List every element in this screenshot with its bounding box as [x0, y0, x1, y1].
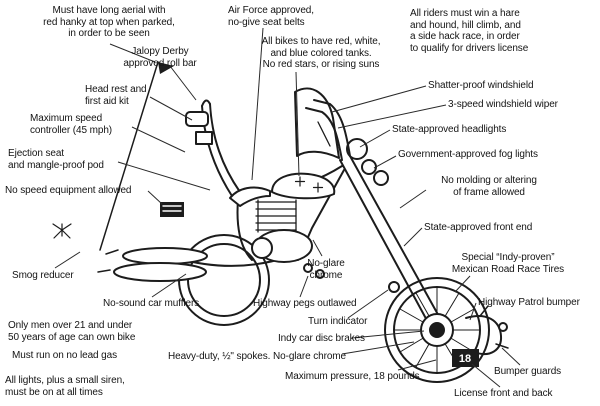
- label-no-speed-equipment: No speed equipment allowed: [5, 185, 132, 196]
- label-headlights: State-approved headlights: [392, 124, 507, 135]
- hanky-flag-icon: [158, 62, 174, 74]
- fog-light-icon: [373, 170, 389, 186]
- label-tank-colors: All bikes to have red, white, and blue c…: [261, 36, 381, 70]
- label-roll-bar: Jalopy Derby approved roll bar: [123, 46, 197, 69]
- label-bumper-guards: Bumper guards: [494, 366, 562, 377]
- label-turn-indicator: Turn indicator: [308, 316, 368, 327]
- label-front-end: State-approved front end: [424, 222, 533, 233]
- label-smog-reducer: Smog reducer: [12, 270, 74, 281]
- bumper-guard-icon: [479, 305, 509, 349]
- label-fuel-rule: Must run on no lead gas: [12, 350, 117, 361]
- motorcycle-illustration: [52, 61, 509, 383]
- head-rest-icon: [185, 111, 209, 127]
- license-plate-icon: [452, 349, 479, 367]
- label-mufflers: No-sound car mufflers: [103, 298, 200, 309]
- placard-icon: [160, 202, 184, 217]
- label-disc-brakes: Indy car disc brakes: [278, 333, 365, 344]
- license-plate-number: 18: [459, 353, 471, 365]
- label-head-rest: Head rest and first aid kit: [85, 84, 147, 107]
- label-aerial-rule: Must have long aerial with red hanky at …: [43, 5, 175, 39]
- label-windshield: Shatter-proof windshield: [428, 80, 534, 91]
- label-no-glare-chrome: No-glare chrome: [307, 258, 345, 281]
- label-rider-qualification: All riders must win a hare and hound, hi…: [410, 8, 529, 54]
- label-fog-lights: Government-approved fog lights: [398, 149, 538, 160]
- label-tire-pressure: Maximum pressure, 18 pounds: [285, 371, 420, 382]
- label-spokes: Heavy-duty, ½" spokes. No-glare chrome: [168, 351, 346, 362]
- label-frame-rule: No molding or altering of frame allowed: [441, 175, 537, 198]
- label-highway-pegs: Highway pegs outlawed: [253, 298, 357, 309]
- turn-indicator-icon: [388, 281, 400, 293]
- label-patrol-bumper: Highway Patrol bumper: [478, 297, 580, 308]
- label-age-rule: Only men over 21 and under 50 years of a…: [8, 320, 136, 343]
- label-tires: Special “Indy-proven” Mexican Road Race …: [451, 252, 565, 275]
- fog-light-icon: [361, 159, 377, 175]
- label-lights-rule: All lights, plus a small siren, must be …: [5, 375, 125, 398]
- label-wiper: 3-speed windshield wiper: [448, 99, 558, 110]
- headlight-icon: [346, 138, 368, 160]
- label-speed-controller: Maximum speed controller (45 mph): [30, 113, 113, 136]
- tank-sparkles-icon: [294, 176, 324, 193]
- label-ejection-seat: Ejection seat and mangle-proof pod: [8, 148, 104, 171]
- first-aid-kit-icon: [195, 131, 213, 145]
- smog-puff-icon: [52, 223, 72, 239]
- label-license-plates: License front and back: [454, 388, 553, 399]
- leader-lines: [54, 27, 521, 388]
- wiper-icon: [317, 121, 331, 147]
- label-seat-belts: Air Force approved, no-give seat belts: [228, 5, 314, 28]
